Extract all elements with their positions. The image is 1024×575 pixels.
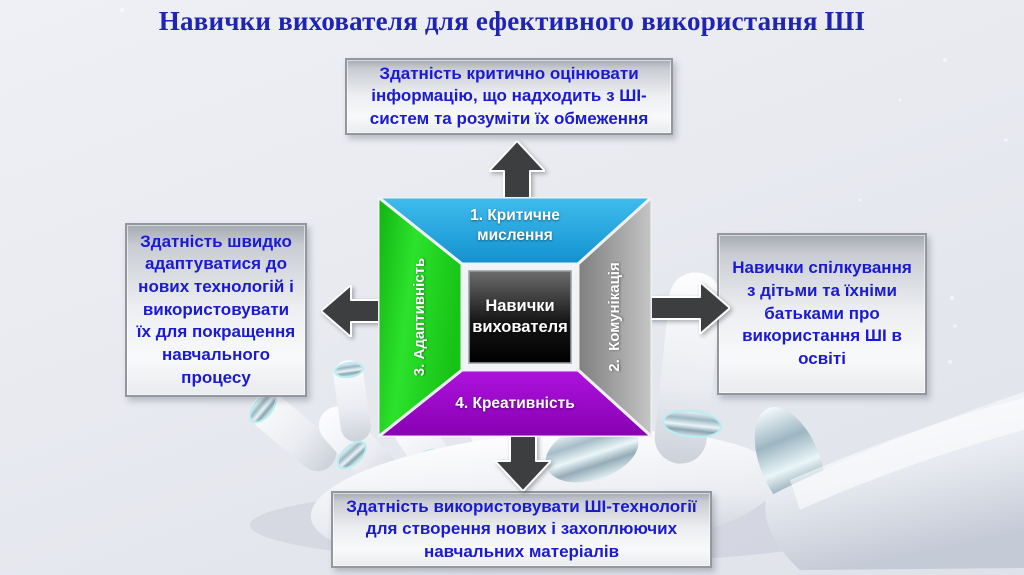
- label-critical-thinking: 1. Критичне мислення: [470, 207, 560, 245]
- block-arrow-right-icon: [648, 282, 730, 334]
- robot-forearm-highlight: [790, 398, 1024, 510]
- callout-adaptability: Здатність швидко адаптуватися до нових т…: [125, 223, 307, 397]
- block-arrow-left-icon: [321, 285, 383, 337]
- callout-communication-text: Навички спілкування з дітьми та їхніми б…: [732, 258, 912, 368]
- callout-communication: Навички спілкування з дітьми та їхніми б…: [717, 233, 927, 395]
- callout-critical-thinking: Здатність критично оцінювати інформацію,…: [345, 58, 673, 135]
- page-title: Навички вихователя для ефективного викор…: [158, 6, 866, 36]
- center-square: [468, 270, 572, 364]
- label-educator-skills: Навички вихователя: [472, 297, 568, 336]
- label-creativity: 4. Креативність: [455, 395, 575, 412]
- callout-adaptability-text: Здатність швидко адаптуватися до нових т…: [136, 231, 296, 387]
- sparkle-dots: [120, 8, 1008, 364]
- callout-critical-thinking-text: Здатність критично оцінювати інформацію,…: [369, 63, 649, 128]
- callout-creativity-text: Здатність використовувати ШІ-технології …: [346, 496, 697, 561]
- block-arrow-up-icon: [489, 141, 545, 199]
- callout-creativity: Здатність використовувати ШІ-технології …: [331, 491, 712, 568]
- block-arrow-down-icon: [495, 433, 551, 491]
- skills-diagram-shapes: [378, 197, 652, 437]
- skills-diagram: 1. Критичне мислення 3. Адаптивність 2. …: [378, 197, 652, 437]
